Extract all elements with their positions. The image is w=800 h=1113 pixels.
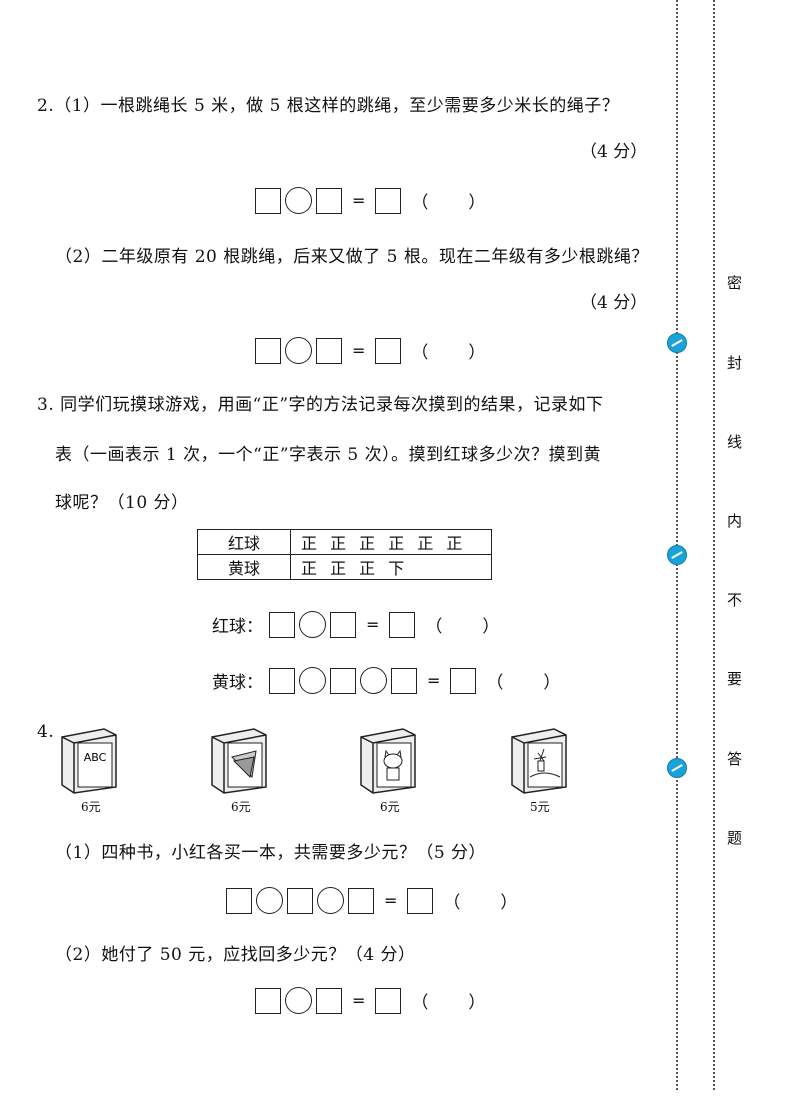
operator-circle[interactable] <box>285 987 312 1014</box>
answer-box[interactable] <box>287 887 313 914</box>
operator-circle[interactable] <box>256 887 283 914</box>
unit-paren: （ ） <box>443 893 520 913</box>
table-row: 黄球 正 正 正 下 <box>197 554 492 580</box>
table-row: 红球 正 正 正 正 正 正 <box>197 529 492 555</box>
equals-sign: = <box>427 671 441 690</box>
result-box[interactable] <box>450 667 477 694</box>
answer-box[interactable] <box>255 987 281 1014</box>
operator-circle[interactable] <box>285 187 312 214</box>
result-box[interactable] <box>407 887 434 914</box>
answer-box[interactable] <box>316 337 342 364</box>
answer-box[interactable] <box>316 187 342 214</box>
operator-circle[interactable] <box>299 611 326 638</box>
q4-part1-equation: = （ ） <box>226 887 519 914</box>
unit-paren: （ ） <box>411 343 488 363</box>
seal-char: 线 <box>727 433 743 451</box>
equals-sign: = <box>352 191 366 210</box>
kitty-book-icon <box>360 728 416 794</box>
operator-circle[interactable] <box>360 667 387 694</box>
answer-box[interactable] <box>269 611 295 638</box>
unit-paren: （ ） <box>425 617 502 637</box>
operator-circle[interactable] <box>317 887 344 914</box>
table-cell: 红球 <box>197 529 291 555</box>
yellow-ball-label: 黄球： <box>212 673 263 693</box>
table-cell: 正 正 正 下 <box>290 554 492 580</box>
windmill-book-icon <box>511 728 567 794</box>
q2-part1-text: 2.（1）一根跳绳长 5 米，做 5 根这样的跳绳，至少需要多少米长的绳子？ <box>37 96 620 116</box>
seal-char: 题 <box>727 829 743 847</box>
answer-box[interactable] <box>330 667 356 694</box>
answer-box[interactable] <box>255 337 281 364</box>
binding-hole-icon <box>667 333 687 353</box>
answer-box[interactable] <box>269 667 295 694</box>
equals-sign: = <box>384 891 398 910</box>
q2-part1-equation: = （ ） <box>255 187 487 214</box>
binding-hole-icon <box>667 545 687 565</box>
seal-char: 内 <box>727 512 743 530</box>
seal-char: 要 <box>727 670 743 688</box>
seal-char: 密 <box>727 274 743 292</box>
q2-part1-score: （4 分） <box>580 142 648 162</box>
equals-sign: = <box>352 991 366 1010</box>
equals-sign: = <box>366 615 380 634</box>
result-box[interactable] <box>375 187 402 214</box>
unit-paren: （ ） <box>486 673 563 693</box>
book-price: 6元 <box>380 800 400 814</box>
red-ball-label: 红球： <box>212 617 263 637</box>
operator-circle[interactable] <box>299 667 326 694</box>
triangle-book-icon <box>211 728 267 794</box>
unit-paren: （ ） <box>411 993 488 1013</box>
q3-text-line2: 表（一画表示 1 次，一个“正”字表示 5 次）。摸到红球多少次？摸到黄 <box>55 445 602 465</box>
result-box[interactable] <box>389 611 416 638</box>
answer-box[interactable] <box>255 187 281 214</box>
binding-hole-icon <box>667 758 687 778</box>
abc-book-icon: ABC <box>61 728 117 794</box>
book-price: 5元 <box>530 800 550 814</box>
q4-number: 4. <box>37 722 55 742</box>
q4-part2-text: （2）她付了 50 元，应找回多少元？（4 分） <box>55 945 416 965</box>
q4-part2-equation: = （ ） <box>255 987 487 1014</box>
answer-box[interactable] <box>348 887 374 914</box>
q3-yellow-equation: 黄球： = （ ） <box>212 667 562 694</box>
q2-part2-text: （2）二年级原有 20 根跳绳，后来又做了 5 根。现在二年级有多少根跳绳？ <box>55 247 649 267</box>
q3-red-equation: 红球： = （ ） <box>212 611 501 638</box>
q2-part2-equation: = （ ） <box>255 337 487 364</box>
book-price: 6元 <box>231 800 251 814</box>
result-box[interactable] <box>375 337 402 364</box>
unit-paren: （ ） <box>411 193 488 213</box>
result-box[interactable] <box>375 987 402 1014</box>
seal-dotted-line <box>713 0 715 1090</box>
tally-table: 红球 正 正 正 正 正 正 黄球 正 正 正 下 <box>197 529 492 580</box>
book-cover-text: ABC <box>84 751 107 764</box>
table-cell: 黄球 <box>197 554 291 580</box>
q3-text-line1: 3. 同学们玩摸球游戏，用画“正”字的方法记录每次摸到的结果，记录如下 <box>37 395 604 415</box>
seal-char: 封 <box>727 354 743 372</box>
q4-part1-text: （1）四种书，小红各买一本，共需要多少元？（5 分） <box>55 843 487 863</box>
q2-part2-score: （4 分） <box>580 293 648 313</box>
seal-char: 不 <box>727 591 743 609</box>
q3-text-line3: 球呢？（10 分） <box>55 493 189 513</box>
answer-box[interactable] <box>391 667 417 694</box>
answer-box[interactable] <box>226 887 252 914</box>
table-cell: 正 正 正 正 正 正 <box>290 529 492 555</box>
book-price: 6元 <box>81 800 101 814</box>
equals-sign: = <box>352 341 366 360</box>
answer-box[interactable] <box>330 611 356 638</box>
answer-box[interactable] <box>316 987 342 1014</box>
seal-char: 答 <box>727 750 743 768</box>
operator-circle[interactable] <box>285 337 312 364</box>
